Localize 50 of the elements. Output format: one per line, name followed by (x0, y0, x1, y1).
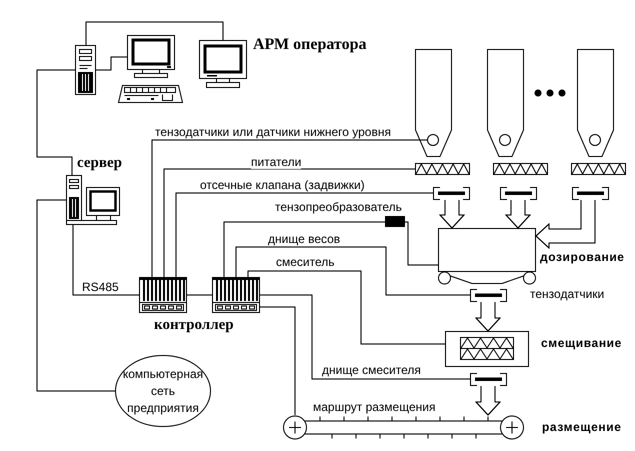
wire (72, 224, 140, 296)
screw-feeder (415, 163, 470, 175)
server-icon (66, 175, 120, 225)
mixer (445, 331, 529, 367)
gate-valve (572, 187, 609, 200)
wire (152, 140, 428, 278)
wire (36, 200, 116, 392)
wire (260, 306, 296, 416)
network-ellipse (115, 355, 211, 427)
flow-arrow (536, 200, 596, 250)
level-sensor (589, 134, 601, 146)
flow-arrow (438, 200, 466, 228)
hopper (577, 49, 614, 157)
level-sensor (499, 134, 511, 146)
hopper (415, 49, 452, 157)
level-sensor (427, 134, 439, 146)
transducer-block (385, 216, 405, 227)
wire (186, 294, 212, 296)
monitor-icon (199, 40, 247, 88)
controller-icon (139, 277, 187, 313)
gate-valve (470, 373, 507, 386)
screw-feeder (571, 163, 626, 175)
gate-valve (433, 187, 470, 200)
hopper (487, 49, 524, 157)
flow-arrow (504, 200, 532, 228)
computer-tower-icon (75, 45, 96, 95)
node-text: компьютерная сеть предприятия (122, 366, 204, 416)
gate-valve (470, 289, 507, 302)
flow-arrow (474, 386, 502, 416)
wire (164, 168, 416, 278)
wire (96, 56, 128, 70)
wire-label: RS485 (82, 280, 119, 294)
wire (86, 22, 224, 46)
wire-label: отсечные клапана (задвижки) (200, 178, 365, 192)
wire (260, 294, 470, 380)
gate-valve (500, 187, 537, 200)
flow-arrow (474, 302, 502, 332)
screw-feeder (493, 163, 548, 175)
wire (36, 70, 76, 176)
weigh-hopper (438, 228, 536, 285)
controller-icon (212, 277, 260, 313)
wire (176, 192, 434, 278)
wire (224, 222, 386, 278)
wire (248, 270, 446, 344)
wire (404, 222, 438, 266)
wire (236, 246, 470, 296)
wire-label: тензопреобразователь (275, 200, 402, 214)
workstation-label: АРМ оператора (253, 36, 366, 54)
conveyor (283, 415, 524, 440)
monitor-icon (127, 35, 175, 78)
